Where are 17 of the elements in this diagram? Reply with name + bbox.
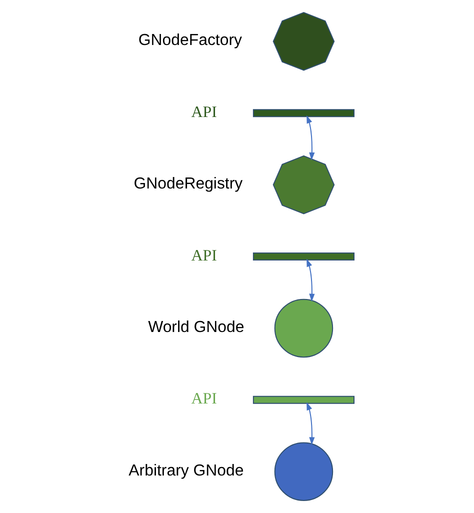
node-label: GNodeRegistry	[134, 176, 243, 193]
arrow	[306, 115, 315, 160]
node-box	[272, 155, 335, 214]
node-label: API	[191, 390, 217, 408]
node-circle	[274, 298, 334, 358]
node-circle	[274, 442, 334, 501]
arrow	[306, 402, 315, 446]
node-bar	[252, 396, 355, 404]
node-label: API	[191, 104, 217, 121]
arrow	[306, 258, 315, 302]
node-label: Arbitrary GNode	[128, 462, 244, 480]
node-label: API	[191, 247, 217, 264]
node-bar	[252, 109, 355, 118]
node-box	[272, 12, 335, 71]
node-label: GNodeFactory	[138, 32, 242, 50]
node-label: World GNode	[148, 318, 244, 336]
node-bar	[252, 252, 355, 260]
